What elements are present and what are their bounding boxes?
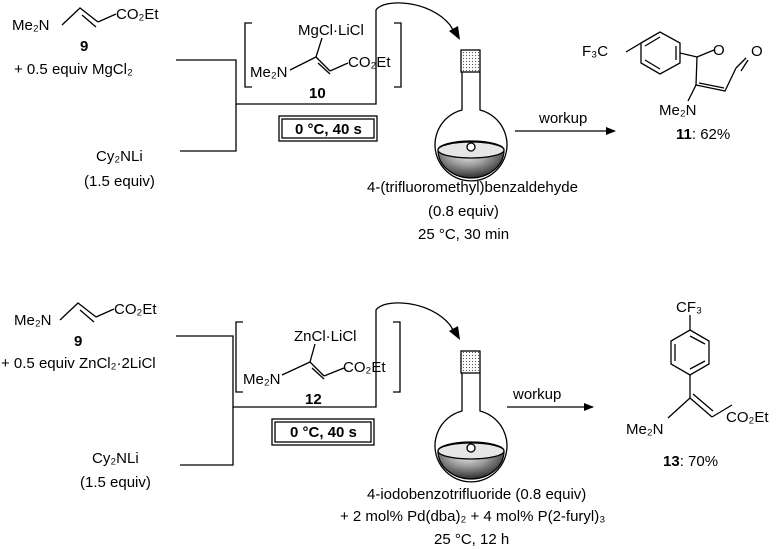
- base-name: Cy₂NLi: [96, 148, 143, 165]
- product-13-co2et: CO₂Et: [726, 409, 769, 426]
- product-13-yield: : 70%: [680, 453, 718, 470]
- condition-2-text: 0 °C, 40 s: [290, 424, 357, 441]
- product-11-nme2: Me₂N: [659, 102, 697, 119]
- electrophile-2-line2: + 2 mol% Pd(dba)₂ + 4 mol% P(2-furyl)₃: [340, 508, 605, 525]
- product-11-o: O: [713, 42, 725, 59]
- reagent-9b-number: 9: [74, 333, 82, 350]
- intermediate-12-bracket-right: [393, 321, 401, 393]
- reagent-9-nme2: Me₂N: [12, 17, 50, 34]
- intermediate-12-co2et: CO₂Et: [343, 359, 386, 376]
- reagent-9-additive: + 0.5 equiv MgCl₂: [14, 61, 133, 78]
- scheme-1: Me₂N CO₂Et 9 + 0.5 equiv MgCl₂ Cy₂NLi (1…: [12, 2, 763, 243]
- electrophile-1-line1: 4-(trifluoromethyl)benzaldehyde: [367, 179, 578, 196]
- product-13-label: 13: 70%: [663, 453, 718, 470]
- transfer-arrowhead: [449, 26, 460, 40]
- product-11-yield: : 62%: [692, 126, 730, 143]
- product-11-number: 11: [676, 126, 692, 143]
- intermediate-bracket-right: [394, 22, 402, 88]
- product-13-cf3: CF₃: [676, 299, 702, 316]
- intermediate-12-structure: [281, 343, 345, 380]
- product-11-cf3: F₃C: [582, 43, 608, 60]
- base-amount: (1.5 equiv): [84, 173, 155, 190]
- product-11-structure: [625, 31, 749, 102]
- base-2-name: Cy₂NLi: [92, 450, 139, 467]
- intermediate-10-metal: MgCl·LiCl: [298, 22, 364, 39]
- reagent-9b-nme2: Me₂N: [14, 312, 52, 329]
- transfer-arrowhead-2: [449, 326, 460, 340]
- intermediate-10-number: 10: [309, 85, 326, 102]
- reagent-9-number: 9: [80, 38, 88, 55]
- reagent-9b-co2et: CO₂Et: [114, 301, 157, 318]
- electrophile-1-line2: (0.8 equiv): [428, 203, 499, 220]
- intermediate-bracket-left: [244, 22, 252, 88]
- reagent-9b-additive: + 0.5 equiv ZnCl₂·2LiCl: [1, 355, 156, 372]
- product-11-label: 11: 62%: [676, 126, 730, 143]
- mix-line-top: [176, 2, 456, 105]
- workup-2-label: workup: [512, 386, 561, 403]
- product-13-structure: [667, 315, 733, 419]
- scheme-2: Me₂N CO₂Et 9 + 0.5 equiv ZnCl₂·2LiCl Cy₂…: [1, 299, 769, 548]
- condition-box-2: 0 °C, 40 s: [271, 418, 375, 446]
- reagent-9-co2et: CO₂Et: [116, 6, 159, 23]
- reagent-9b-structure: [59, 302, 115, 323]
- product-13-nme2: Me₂N: [626, 421, 664, 438]
- intermediate-12-bracket-left: [235, 321, 243, 393]
- electrophile-2-line1: 4-iodobenzotrifluoride (0.8 equiv): [367, 486, 586, 503]
- intermediate-10-co2et: CO₂Et: [348, 54, 391, 71]
- intermediate-12-metal: ZnCl·LiCl: [294, 328, 357, 345]
- product-11-carbonyl-o: O: [751, 43, 763, 60]
- mix-line-2-bottom: [180, 407, 234, 466]
- intermediate-12-nme2: Me₂N: [243, 371, 281, 388]
- intermediate-10-nme2: Me₂N: [250, 64, 288, 81]
- workup-1-label: workup: [538, 110, 587, 127]
- electrophile-1-line3: 25 °C, 30 min: [418, 226, 509, 243]
- intermediate-10-structure: [289, 37, 349, 75]
- flask-1-icon: [434, 49, 508, 182]
- electrophile-2-line3: 25 °C, 12 h: [434, 531, 509, 548]
- product-13-number: 13: [663, 453, 680, 470]
- mix-line-2-top: [176, 302, 456, 408]
- condition-1-text: 0 °C, 40 s: [295, 121, 362, 138]
- intermediate-12-number: 12: [305, 391, 322, 408]
- base-2-amount: (1.5 equiv): [80, 474, 151, 491]
- mix-line-bottom: [180, 104, 237, 152]
- reagent-9-structure: [61, 7, 117, 28]
- flask-2-icon: [434, 350, 508, 483]
- condition-box-1: 0 °C, 40 s: [278, 115, 378, 142]
